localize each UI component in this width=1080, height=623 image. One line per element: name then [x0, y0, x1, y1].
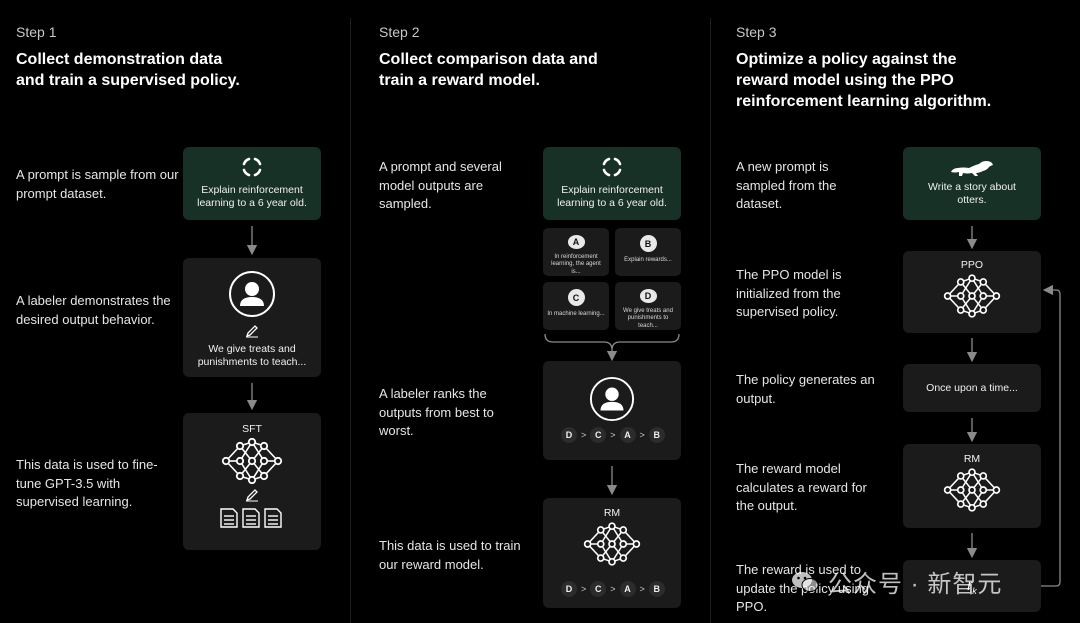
rank-separator: >: [581, 430, 587, 440]
rank-separator: >: [639, 430, 645, 440]
step-1-desc-prompt: A prompt is sample from our prompt datas…: [16, 167, 179, 201]
step-1-demo-text: We give treats and punishments to teach.…: [197, 343, 307, 368]
refresh-icon: [242, 157, 262, 177]
step-2-label: Step 2: [379, 24, 420, 40]
step-2-ranking-labeler: D > C > A > B: [561, 427, 665, 443]
rank-separator: >: [639, 584, 645, 594]
rank-item: B: [648, 427, 665, 443]
step-3-desc-ppo-init: The PPO model is initialized from the su…: [736, 267, 842, 319]
step-3-reward-box: rk: [903, 560, 1041, 612]
step-1-sft-box: SFT: [183, 413, 321, 550]
step-2-prompt-box: Explain reinforcement learning to a 6 ye…: [543, 147, 681, 220]
step-2-desc-train-rm: This data is used to train our reward mo…: [379, 538, 521, 572]
pencil-icon: [245, 489, 258, 502]
step-2-prompt-text: Explain reinforcement learning to a 6 ye…: [557, 184, 667, 209]
reward-symbol: r: [967, 576, 973, 594]
neural-network-icon: [221, 438, 283, 484]
sft-model-label: SFT: [242, 423, 262, 435]
pencil-icon: [245, 325, 258, 338]
step-3-output-box: Once upon a time...: [903, 364, 1041, 412]
watermark-text: 公众号 · 新智元: [828, 571, 1003, 598]
rank-item: A: [619, 427, 636, 443]
step-2-desc-ranks: A labeler ranks the outputs from best to…: [379, 386, 494, 438]
rm-model-label: RM: [603, 507, 621, 519]
neural-network-icon: [943, 468, 1001, 512]
rank-item: C: [590, 581, 607, 597]
step-3-prompt-box: Write a story about otters.: [903, 147, 1041, 220]
wechat-icon: [792, 571, 819, 592]
step-1-prompt-box: Explain reinforcement learning to a 6 ye…: [183, 147, 321, 220]
arrow-reward-to-ppo: [1041, 284, 1061, 587]
step-3-ppo-box: PPO: [903, 251, 1041, 333]
output-letter-b: B: [639, 235, 657, 252]
step-3-rm-box: RM: [903, 444, 1041, 528]
watermark: 公众号 · 新智元: [790, 564, 1002, 599]
rank-separator: >: [610, 430, 616, 440]
output-card-d: D We give treats and punishments to teac…: [615, 282, 681, 330]
rank-separator: >: [610, 584, 616, 594]
brace-outputs: [544, 333, 680, 351]
rm-label: RM: [963, 453, 981, 465]
output-letter-a: A: [567, 235, 585, 249]
refresh-icon: [602, 157, 622, 177]
column-divider-2: [710, 18, 711, 623]
otter-icon: [951, 161, 993, 176]
step-3-title: Optimize a policy against the reward mod…: [736, 51, 992, 110]
rank-item: D: [561, 427, 577, 443]
rank-item: D: [561, 581, 577, 597]
rank-separator: >: [581, 584, 587, 594]
step-3-desc-new-prompt: A new prompt is sampled from the dataset…: [736, 159, 837, 211]
step-1-desc-finetune: This data is used to fine-tune GPT-3.5 w…: [16, 457, 158, 509]
output-text-a: In reinforcement learning, the agent is.…: [551, 253, 601, 275]
output-letter-d: D: [639, 289, 657, 303]
step-3-label: Step 3: [736, 24, 777, 40]
output-letter-c: C: [567, 289, 585, 306]
labeler-avatar-icon: [589, 376, 635, 422]
column-divider-1: [350, 18, 351, 623]
step-1-label: Step 1: [16, 24, 57, 40]
output-text-b: Explain rewards...: [624, 257, 672, 263]
output-card-c: C In machine learning...: [543, 282, 609, 330]
reward-value: rk: [967, 577, 977, 596]
step-2-labeler-box: [543, 361, 681, 460]
step-3-desc-generates: The policy generates an output.: [736, 372, 875, 406]
labeler-avatar-icon: [229, 271, 275, 317]
output-card-a: A In reinforcement learning, the agent i…: [543, 228, 609, 276]
neural-network-icon: [943, 274, 1001, 318]
output-text-d: We give treats and punishments to teach.…: [623, 307, 673, 329]
documents-icon: [220, 508, 282, 528]
step-3-desc-update: The reward is used to update the policy …: [736, 562, 869, 614]
rank-item: C: [590, 427, 607, 443]
step-3-desc-reward: The reward model calculates a reward for…: [736, 461, 867, 513]
output-card-b: B Explain rewards...: [615, 228, 681, 276]
neural-network-icon: [583, 522, 641, 566]
step-2-title: Collect comparison data and train a rewa…: [379, 51, 598, 89]
step-1-desc-labeler: A labeler demonstrates the desired outpu…: [16, 293, 171, 327]
reward-subscript: k: [972, 585, 977, 596]
step-2-desc-sampled: A prompt and several model outputs are s…: [379, 159, 502, 211]
step-2-ranking-rm: D > C > A > B: [561, 581, 665, 597]
step-3-output-text: Once upon a time...: [926, 381, 1018, 394]
output-text-c: In machine learning...: [547, 311, 605, 317]
ppo-model-label: PPO: [960, 259, 984, 271]
step-1-prompt-text: Explain reinforcement learning to a 6 ye…: [197, 184, 307, 209]
step-1-labeler-box: We give treats and punishments to teach.…: [183, 258, 321, 377]
rank-item: A: [619, 581, 636, 597]
step-1-title: Collect demonstration data and train a s…: [16, 51, 240, 89]
step-3-prompt-text: Write a story about otters.: [928, 181, 1016, 206]
rank-item: B: [648, 581, 665, 597]
